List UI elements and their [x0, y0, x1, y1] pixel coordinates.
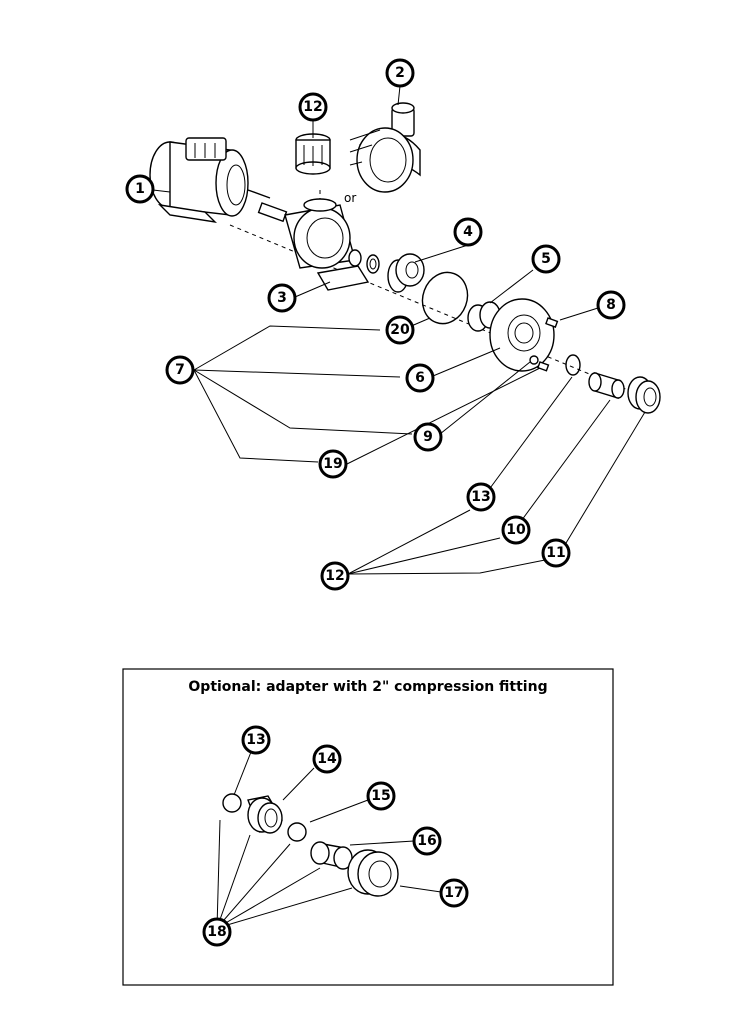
svg-text:12: 12	[325, 568, 344, 584]
screw-part	[545, 317, 559, 328]
inset-compression-sleeve-part	[310, 841, 353, 870]
callout-13: 13	[466, 482, 496, 512]
inset-leader-lines	[216, 751, 442, 929]
svg-text:15: 15	[371, 788, 390, 804]
svg-text:4: 4	[463, 224, 473, 240]
callout-4: 4	[453, 217, 483, 247]
callout-11: 11	[541, 538, 571, 568]
callout-20: 20	[385, 315, 415, 345]
motor-part	[149, 137, 288, 224]
or-label: or	[344, 191, 356, 205]
svg-text:12: 12	[303, 99, 322, 115]
callout-12-bottom: 12	[320, 561, 350, 591]
volute-housing-part	[284, 198, 356, 269]
svg-text:2: 2	[395, 65, 405, 81]
svg-text:19: 19	[323, 456, 342, 472]
svg-text:11: 11	[546, 545, 565, 561]
callout-5: 5	[531, 244, 561, 274]
callout-8: 8	[596, 290, 626, 320]
svg-text:9: 9	[423, 429, 433, 445]
inset-title: Optional: adapter with 2" compression fi…	[188, 679, 547, 695]
faceplate-part	[489, 298, 555, 372]
inset-callout-14: 14	[312, 744, 342, 774]
inset-o-ring-15-part	[287, 822, 307, 842]
inset-callout-13: 13	[241, 725, 271, 755]
callout-12-top: 12	[298, 92, 328, 122]
svg-text:8: 8	[606, 297, 616, 313]
o-ring-20-part	[421, 271, 469, 325]
threaded-adapter-top-part	[295, 133, 331, 175]
svg-text:18: 18	[207, 924, 226, 940]
tail-piece-part	[588, 372, 625, 399]
svg-text:3: 3	[277, 290, 287, 306]
svg-text:1: 1	[135, 181, 145, 197]
callout-19: 19	[318, 449, 348, 479]
drain-plug-part	[537, 361, 550, 372]
inset-callout-17: 17	[439, 878, 469, 908]
callout-1: 1	[125, 174, 155, 204]
assembly-axis	[229, 224, 641, 396]
seal-part	[316, 249, 380, 291]
svg-text:13: 13	[246, 732, 265, 748]
callout-7: 7	[165, 355, 195, 385]
callout-9: 9	[413, 422, 443, 452]
inset-callout-16: 16	[412, 826, 442, 856]
callout-10: 10	[501, 515, 531, 545]
inset-o-ring-13-part	[222, 793, 242, 813]
elbow-volute-part	[349, 102, 421, 193]
callout-2: 2	[385, 58, 415, 88]
svg-text:17: 17	[444, 885, 463, 901]
svg-text:20: 20	[390, 322, 410, 338]
inset-compression-nut-part	[347, 849, 399, 897]
svg-text:6: 6	[415, 370, 425, 386]
inset-callout-18: 18	[202, 917, 232, 947]
o-ring-13-part	[565, 354, 581, 376]
inset-bulkhead-adapter-part	[247, 795, 283, 834]
union-nut-part	[627, 376, 661, 414]
impeller-part	[387, 253, 425, 293]
svg-text:13: 13	[471, 489, 490, 505]
plug-part	[529, 355, 539, 365]
callout-3: 3	[267, 283, 297, 313]
svg-text:7: 7	[175, 362, 185, 378]
svg-text:16: 16	[417, 833, 436, 849]
svg-text:14: 14	[317, 751, 337, 767]
callout-6: 6	[405, 363, 435, 393]
inset-callout-15: 15	[366, 781, 396, 811]
svg-text:10: 10	[506, 522, 526, 538]
svg-text:5: 5	[541, 251, 551, 267]
inset-box	[122, 668, 614, 986]
